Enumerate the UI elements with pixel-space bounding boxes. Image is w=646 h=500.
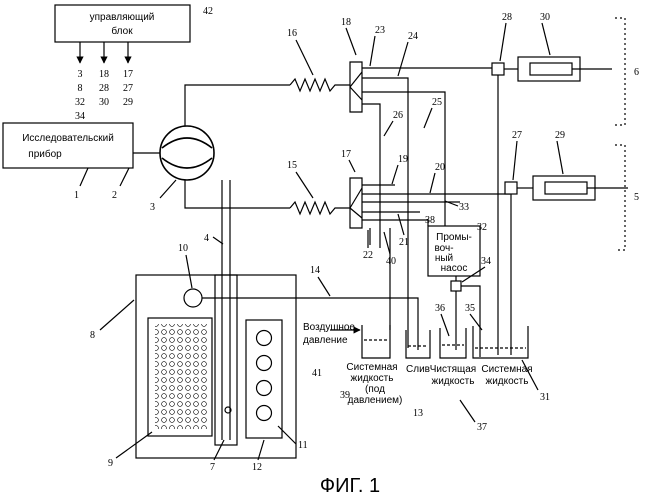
restrictor-15 [290, 202, 350, 214]
bracket-5 [615, 145, 625, 250]
ref-42: 42 [203, 6, 213, 17]
bracket-6 [615, 18, 625, 125]
syringe-29: 27 29 [505, 130, 628, 355]
ref-22: 22 [363, 250, 373, 261]
ref-27: 27 [512, 130, 522, 141]
ref-9: 9 [108, 458, 113, 469]
ctrl-out-28: 28 [99, 83, 109, 94]
pressurized-fluid-label-line4: давлением) [348, 395, 403, 406]
restrictor-16 [290, 79, 350, 91]
instrument-label-line2: прибор [28, 148, 62, 160]
ref-4: 4 [204, 233, 209, 244]
ref-18: 18 [341, 17, 351, 28]
ref-40: 40 [386, 256, 396, 267]
ref-32: 32 [477, 222, 487, 233]
ctrl-out-34: 34 [75, 111, 85, 122]
air-pressure-label-line2: давление [303, 335, 348, 346]
cleaning-fluid-label-line1: Чистящая [430, 364, 476, 375]
system-fluid-label-line2: жидкость [486, 376, 529, 387]
ref-6: 6 [634, 67, 639, 78]
ref-24: 24 [408, 31, 418, 42]
ref-23: 23 [375, 25, 385, 36]
ref-37: 37 [477, 422, 487, 433]
ref-28: 28 [502, 12, 512, 23]
wash-pump-label-line4: насос [441, 263, 468, 274]
ref-15: 15 [287, 160, 297, 171]
drain-label: Слив [406, 364, 430, 375]
ref-8: 8 [90, 330, 95, 341]
ref-3: 3 [150, 202, 155, 213]
ref-20: 20 [435, 162, 445, 173]
ref-14: 14 [310, 265, 320, 276]
ref-34: 34 [481, 256, 491, 267]
ref-31: 31 [540, 392, 550, 403]
ref-12: 12 [252, 462, 262, 473]
ref-35: 35 [465, 303, 475, 314]
ctrl-out-17: 17 [123, 69, 133, 80]
pressurized-fluid-label-line1: Системная [346, 362, 397, 373]
ref-10: 10 [178, 243, 188, 254]
ref-36: 36 [435, 303, 445, 314]
control-unit-label-line2: блок [111, 25, 133, 37]
cleaning-fluid-container [440, 328, 466, 358]
ctrl-out-18: 18 [99, 69, 109, 80]
pressurized-fluid-label-line3: (под [365, 384, 385, 395]
line-26 [362, 104, 380, 248]
ctrl-out-32: 32 [75, 97, 85, 108]
ref-41: 41 [312, 368, 322, 379]
ref-13: 13 [413, 408, 423, 419]
ref-25: 25 [432, 97, 442, 108]
ref-5: 5 [634, 192, 639, 203]
control-unit-label-line1: управляющий [90, 12, 155, 23]
ref-11: 11 [298, 440, 308, 451]
ref-7: 7 [210, 462, 215, 473]
bottom-line [185, 180, 290, 208]
ref-26: 26 [393, 110, 403, 121]
control-output-list: 3 18 17 8 28 27 32 30 29 34 [75, 69, 133, 122]
figure-caption: ФИГ. 1 [320, 475, 380, 497]
top-line [185, 85, 290, 126]
valve-27 [505, 182, 517, 194]
ref-2: 2 [112, 190, 117, 201]
rotary-valve: 3 [150, 126, 214, 213]
ref-39: 39 [340, 390, 350, 401]
ref-19: 19 [398, 154, 408, 165]
ctrl-out-30: 30 [99, 97, 109, 108]
wash-pump-label-line1: Промы- [436, 232, 472, 243]
ref-33: 33 [459, 202, 469, 213]
ctrl-out-3: 3 [78, 69, 83, 80]
ref-21: 21 [399, 237, 409, 248]
ctrl-out-29: 29 [123, 97, 133, 108]
ref-29: 29 [555, 130, 565, 141]
instrument-label-line1: Исследовательский [22, 133, 114, 144]
ref-1: 1 [74, 190, 79, 201]
valve-18: 18 [341, 17, 362, 112]
line-38 [362, 220, 428, 226]
ref-38: 38 [425, 215, 435, 226]
autosampler: 8 10 14 9 7 4 11 12 [90, 230, 418, 473]
control-unit: управляющий блок 42 [55, 5, 213, 63]
pressurized-fluid-label-line2: жидкость [351, 373, 394, 384]
valve-28 [492, 63, 504, 75]
wash-pump: Промы- воч- ный насос 32 [428, 222, 487, 276]
ctrl-out-8: 8 [78, 83, 83, 94]
ref-16: 16 [287, 28, 297, 39]
valve-17: 17 [341, 149, 362, 228]
ctrl-out-27: 27 [123, 83, 133, 94]
air-pressure-label-line1: Воздушное [303, 322, 355, 333]
cleaning-fluid-label-line2: жидкость [432, 376, 475, 387]
ref-17: 17 [341, 149, 351, 160]
system-fluid-container [473, 326, 528, 358]
valve-34 [451, 281, 461, 291]
ref-30: 30 [540, 12, 550, 23]
